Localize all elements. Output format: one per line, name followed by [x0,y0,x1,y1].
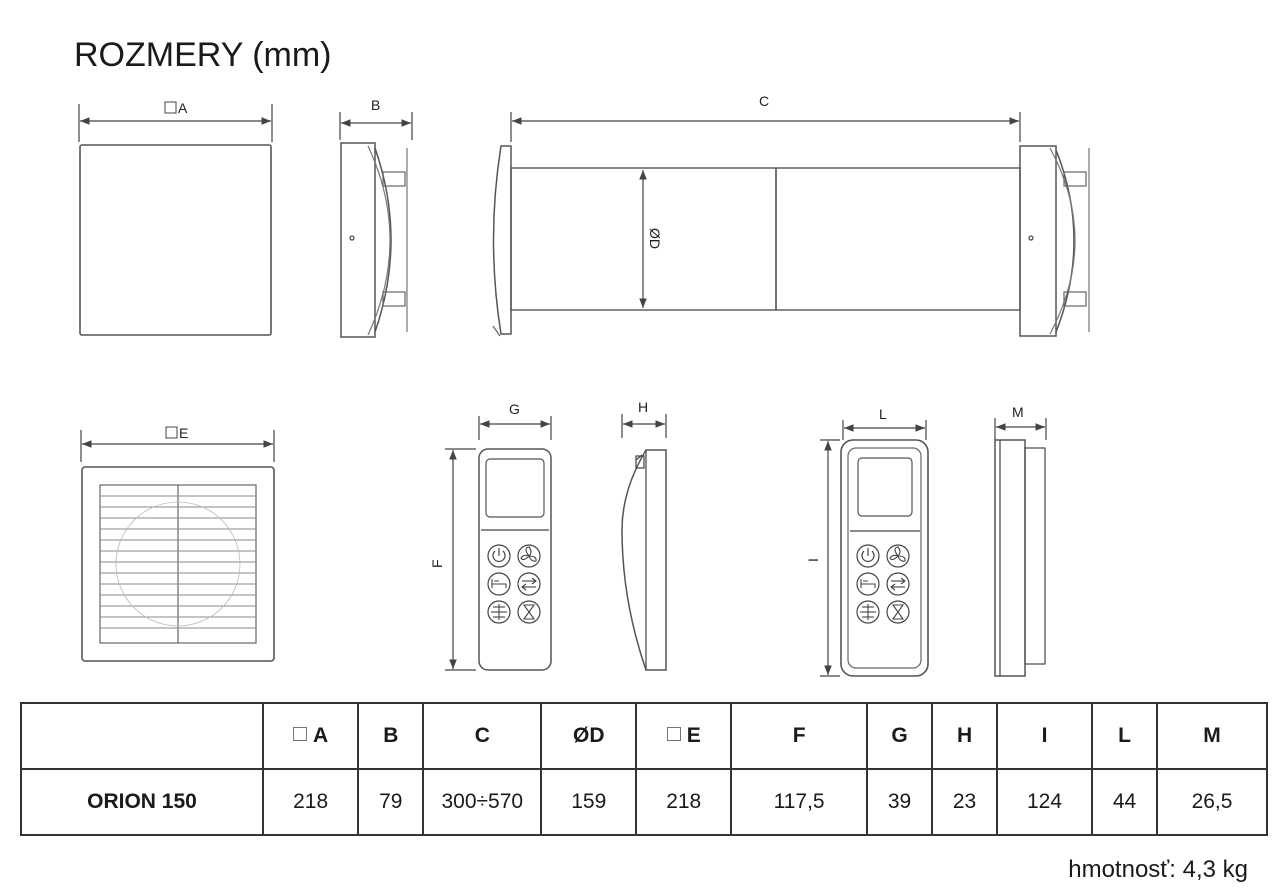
weight-label: hmotnosť: 4,3 kg [1068,856,1248,883]
label-b: B [371,97,380,113]
fan-icon [520,546,537,562]
directions-icon [860,604,876,620]
table-header-cell: C [422,702,543,770]
square-symbol-icon [165,426,178,439]
remote-holder-front-view [820,420,929,677]
label-h: H [638,399,648,415]
power-icon [492,548,506,562]
table-header-row: A B C ØD E F G H I L M [20,702,1268,770]
table-cell: 79 [357,768,425,836]
table-cell: 124 [996,768,1093,836]
directions-icon [491,604,507,620]
swap-arrows-icon [521,577,537,591]
table-cell: 39 [866,768,934,836]
table-header-cell: A [261,702,360,770]
fan-icon [889,546,906,562]
table-cell: 117,5 [730,768,869,836]
grille-view [80,430,275,662]
label-a: A [178,100,188,116]
dimension-drawings: A B C ØD [78,93,1090,677]
label-d: ØD [647,228,663,249]
table-header-cell: H [931,702,999,770]
table-header-cell: B [357,702,425,770]
label-c: C [759,93,769,109]
square-symbol-icon [164,101,177,114]
table-header-cell: E [635,702,733,770]
front-panel-view [78,104,273,336]
model-name-cell: ORION 150 [20,768,264,836]
remote-holder-side-view [994,418,1047,677]
square-symbol-icon [293,727,308,741]
table-row: ORION 150 218 79 300÷570 159 218 117,5 3… [20,768,1268,836]
tube-assembly-view [492,112,1090,337]
bed-icon [860,579,876,588]
label-f: F [429,559,445,568]
power-icon [861,548,875,562]
table-header-cell: F [730,702,869,770]
square-symbol-icon [666,727,681,741]
label-m: M [1012,404,1024,420]
table-cell: 44 [1091,768,1158,836]
bed-icon [491,579,507,588]
table-cell: 218 [261,768,360,836]
swap-arrows-icon [890,577,906,591]
hourglass-icon [522,604,536,620]
remote-control-side-view [621,414,667,671]
table-cell: 218 [635,768,733,836]
table-header-cell [20,702,264,770]
hourglass-icon [891,604,905,620]
page-title: ROZMERY (mm) [74,36,332,74]
label-i: I [805,558,821,562]
table-header-cell: L [1091,702,1158,770]
table-header-cell: ØD [540,702,638,770]
table-cell: 26,5 [1156,768,1268,836]
table-cell: 23 [931,768,999,836]
label-e: E [179,425,188,441]
label-g: G [509,401,520,417]
table-cell: 300÷570 [422,768,543,836]
table-header-cell: I [996,702,1093,770]
label-l: L [879,406,887,422]
table-header-cell: M [1156,702,1268,770]
table-cell: 159 [540,768,638,836]
table-header-cell: G [866,702,934,770]
dimensions-table: A B C ØD E F G H I L M ORION 150 218 79 … [20,702,1268,836]
remote-control-front-view [445,416,552,671]
side-panel-view [339,112,413,338]
